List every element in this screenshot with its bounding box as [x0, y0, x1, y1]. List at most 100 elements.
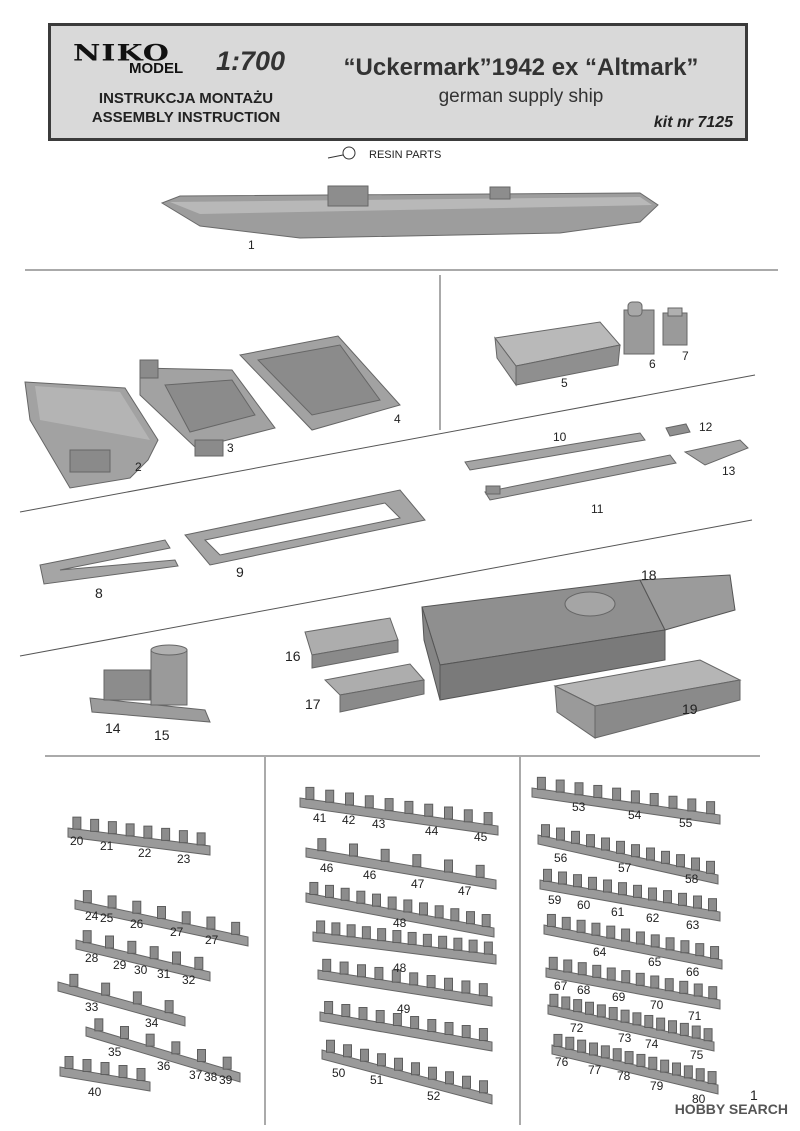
small-part — [663, 890, 672, 904]
part-hull — [160, 185, 659, 239]
small-part — [181, 911, 191, 925]
part-number: 48 — [393, 916, 407, 930]
small-part — [72, 816, 82, 830]
sprue-bar — [85, 1018, 241, 1083]
part-number: 18 — [641, 567, 657, 583]
small-part — [680, 940, 690, 954]
small-part — [438, 935, 448, 949]
part-11 — [484, 454, 677, 501]
small-part — [630, 790, 640, 804]
small-part — [591, 922, 601, 936]
small-part — [466, 911, 475, 925]
small-part — [543, 868, 552, 882]
small-part — [462, 1075, 471, 1089]
small-part — [349, 843, 358, 857]
part-number: 30 — [134, 963, 148, 977]
part-8 — [39, 539, 179, 585]
small-part — [656, 1017, 666, 1031]
small-part — [616, 840, 625, 854]
small-part — [644, 1014, 654, 1028]
sprue-bar — [317, 958, 493, 1007]
part-number: 10 — [553, 430, 567, 444]
part-number: 74 — [645, 1037, 659, 1051]
small-part — [695, 1068, 705, 1082]
part-number: 57 — [618, 861, 632, 875]
small-part — [339, 961, 349, 975]
small-part — [361, 926, 371, 940]
small-part — [592, 964, 602, 978]
small-part — [481, 914, 491, 928]
ship-title: “Uckermark”1942 ex “Altmark” — [343, 54, 699, 81]
part-number: 65 — [648, 955, 662, 969]
small-part — [679, 1022, 689, 1036]
part-number: 5 — [561, 376, 568, 390]
part-number: 80 — [692, 1092, 706, 1106]
small-part — [620, 1009, 630, 1023]
small-part — [683, 1065, 693, 1079]
sprue-bar — [305, 838, 497, 890]
small-part — [585, 1001, 594, 1015]
small-part — [693, 983, 703, 997]
small-part — [424, 803, 434, 817]
sprue-bar — [531, 776, 721, 825]
watermark: HOBBY SEARCH — [674, 1101, 788, 1117]
small-part — [633, 884, 642, 898]
part-number: 46 — [363, 868, 377, 882]
part-number: 69 — [612, 990, 626, 1004]
small-part — [691, 857, 700, 871]
title-block: NIKO MODEL 1:700 INSTRUKCJA MONTAŻU ASSE… — [48, 23, 748, 141]
small-part — [82, 930, 92, 944]
small-part — [374, 966, 384, 980]
part-number: 15 — [154, 727, 170, 743]
part-7 — [662, 307, 688, 346]
small-part — [478, 983, 488, 997]
sprue-bar — [539, 868, 721, 922]
part-number: 12 — [699, 420, 713, 434]
small-part — [612, 1048, 622, 1062]
part-16 — [304, 617, 399, 669]
small-part — [331, 922, 341, 936]
small-part — [444, 977, 453, 991]
section-dividers — [19, 269, 778, 1125]
sprue-bar — [59, 1056, 151, 1092]
part-number: 60 — [577, 898, 591, 912]
small-part — [380, 848, 390, 862]
part-number: 41 — [313, 811, 327, 825]
small-part — [419, 902, 428, 916]
small-part — [687, 798, 697, 812]
small-part — [90, 818, 100, 832]
small-part — [372, 893, 381, 907]
small-part — [407, 931, 417, 945]
small-part — [101, 982, 111, 996]
part-number: 31 — [157, 967, 171, 981]
small-part — [69, 973, 79, 987]
small-part — [403, 899, 413, 913]
small-part — [650, 975, 660, 989]
small-part — [157, 906, 166, 919]
part-number: 3 — [227, 441, 234, 455]
small-part — [394, 1057, 403, 1071]
small-part — [565, 1036, 575, 1050]
part-12 — [665, 423, 691, 437]
small-part — [612, 787, 622, 801]
small-part — [461, 1025, 471, 1038]
small-part — [404, 800, 414, 814]
small-part — [588, 876, 597, 890]
small-part — [576, 919, 586, 933]
instruction-heading: INSTRUKCJA MONTAŻU ASSEMBLY INSTRUCTION — [71, 89, 301, 127]
small-part — [603, 879, 612, 893]
small-part — [360, 1048, 369, 1062]
instruction-pl: INSTRUKCJA MONTAŻU — [98, 90, 274, 107]
small-part — [445, 1071, 454, 1085]
small-part — [132, 991, 142, 1005]
part-number: 59 — [548, 893, 562, 907]
small-part — [358, 1007, 368, 1020]
small-part — [624, 1051, 634, 1065]
brand-logo: NIKO — [73, 40, 170, 67]
small-part — [478, 1028, 488, 1041]
small-part — [708, 986, 718, 1000]
small-part — [635, 972, 645, 986]
small-part — [635, 931, 645, 945]
small-part — [100, 1062, 110, 1075]
